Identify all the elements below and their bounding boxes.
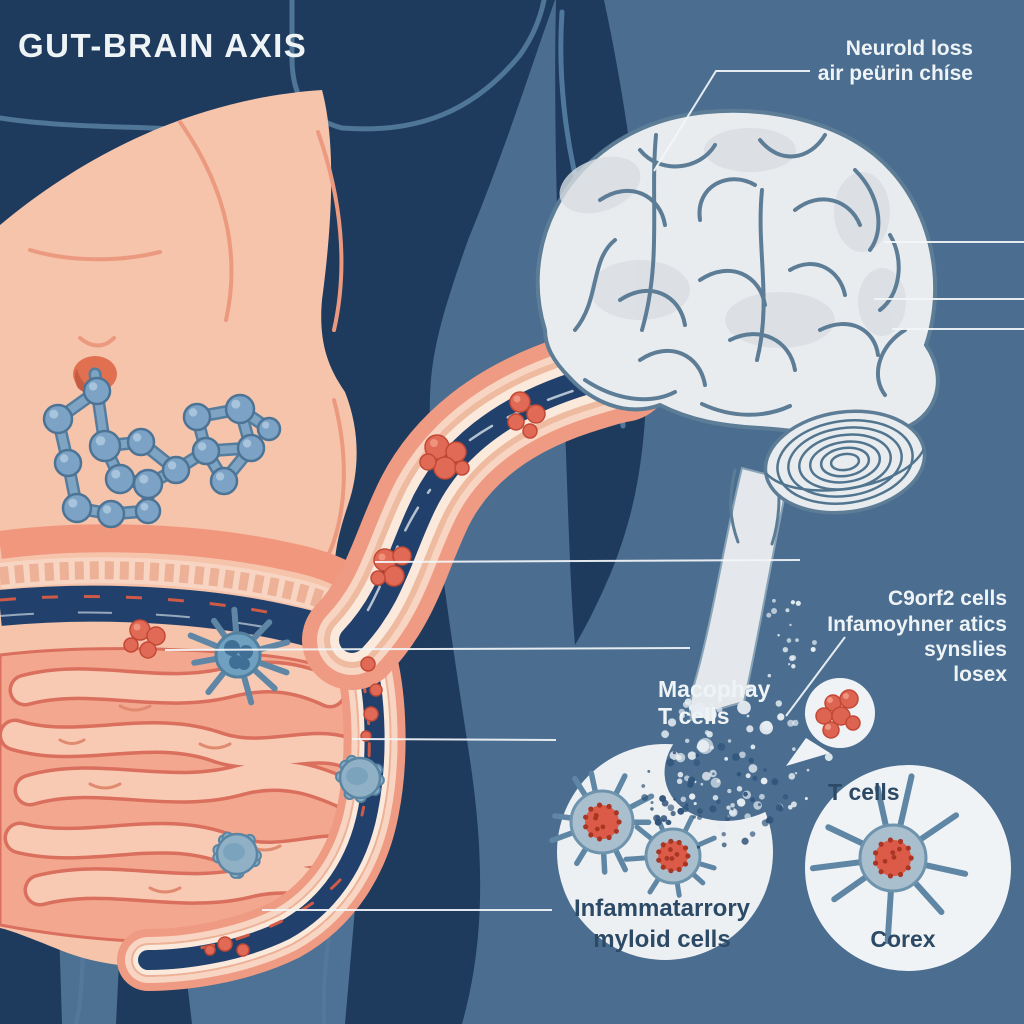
cerebellum-illustration [763,409,927,515]
page-title: GUT-BRAIN AXIS [18,27,307,64]
gut-lumen-channel [117,629,406,991]
microglia-cell-red-core [549,770,655,875]
molecule-ball-and-stick [42,367,282,529]
leader-line-brain-top [653,70,810,172]
brainstem-cord [689,466,790,722]
leader-line-gut-cell [164,647,691,651]
myeloid-cells-circle: Infammatarrory myloid cells [549,705,810,960]
leader-line-gut-lower [351,738,557,741]
gut-immune-cells [187,606,385,879]
macrophage-label-line2: T cells [658,703,730,729]
metabolite-callout-bubble [786,678,875,766]
c9orf-label-line2: Infamoyhner atics [827,613,1007,636]
tcells-label: T cells [828,779,900,805]
c9orf-label-line1: C9orf2 cells [888,587,1007,610]
neuronal-label-line2: air peürin chíse [818,62,973,85]
dissolving-particles [641,598,833,849]
labels: GUT-BRAIN AXIS Neurold loss air peürin c… [18,27,1007,729]
red-metabolite-cluster [815,689,861,739]
dissolve-bite [664,705,810,821]
neuronal-label-line1: Neurold loss [846,37,973,60]
myeloid-label-line1: Infammatarrory [574,895,751,922]
gut-intestine-illustration [0,524,406,991]
brain-illustration [535,108,940,722]
myeloid-label-line2: myloid cells [593,926,730,953]
c9orf-label-line3: synslies [924,638,1007,661]
skin-crease-lines [28,120,346,562]
brain-gyri-lines [573,133,907,417]
leader-line-tube [374,559,801,563]
macrophage-label-line1: Macophay [658,676,771,702]
cortex-label: Corex [870,926,935,952]
red-metabolite-clusters [123,391,546,957]
red-cluster-highlights [825,693,849,730]
cortex-tcells-circle: T cells Corex [805,765,1011,971]
leader-line-callout [785,636,846,717]
leader-lines [164,70,1024,911]
microglia-cell-red-core [809,773,969,945]
c9orf-label-line4: losex [953,663,1007,686]
